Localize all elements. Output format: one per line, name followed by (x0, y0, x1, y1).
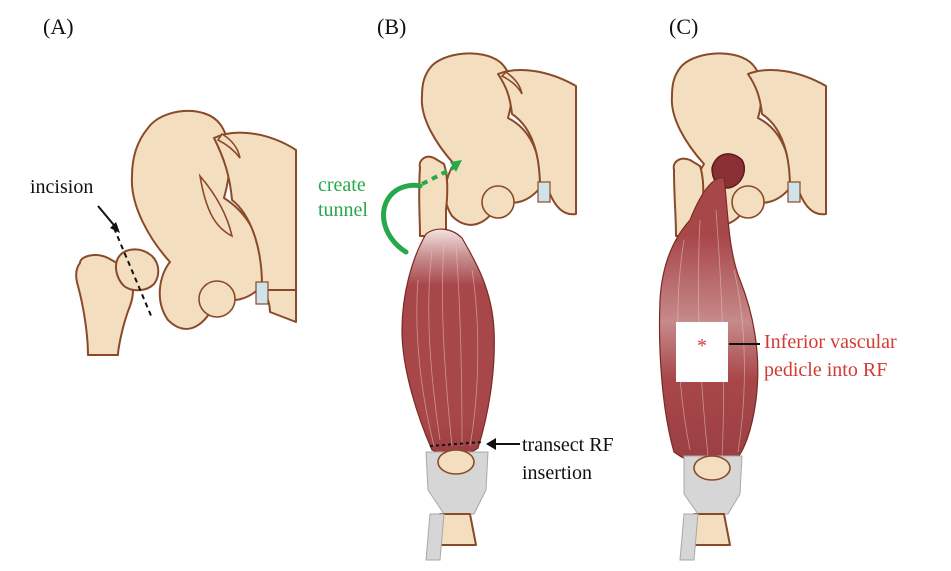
panel-a-femur (76, 249, 158, 355)
panel-a-pelvis (132, 111, 296, 329)
panel-b: (B) cre (318, 14, 614, 560)
incision-label: incision (30, 176, 93, 198)
panel-b-symphysis (538, 182, 550, 202)
panel-c-knee (680, 456, 742, 560)
insertion-label: insertion (522, 462, 592, 484)
pedicle-label-line2: pedicle into RF (764, 359, 887, 381)
panel-b-femur-top (419, 157, 447, 236)
pedicle-asterisk: * (697, 335, 707, 357)
panel-c-symphysis (788, 182, 800, 202)
panel-b-rectus-femoris (402, 229, 494, 454)
panel-c-rectus-femoris (660, 178, 758, 466)
tunnel-curve-arrow (383, 185, 420, 252)
pedicle-label-line1: Inferior vascular (764, 331, 897, 353)
panel-c-label: (C) (669, 14, 698, 39)
panel-c: (C) * (660, 14, 898, 560)
panel-c-pedicle-marker: * Inferior vascular pedicle into RF (676, 322, 897, 382)
tunnel-label: tunnel (318, 199, 368, 221)
panel-a-symphysis (256, 282, 268, 304)
transect-arrowhead (486, 438, 496, 450)
panel-b-knee (426, 450, 488, 560)
panel-b-label: (B) (377, 14, 406, 39)
panel-a-label: (A) (43, 14, 74, 39)
create-label: create (318, 174, 366, 196)
panel-a: (A) incision (30, 14, 296, 355)
transect-label: transect RF (522, 434, 614, 456)
